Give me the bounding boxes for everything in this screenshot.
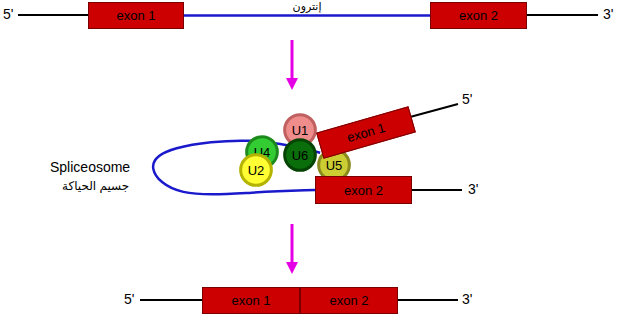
strand-label: 3' — [603, 7, 613, 22]
exon-label: exon 2 — [459, 9, 498, 22]
intron-strand — [184, 14, 430, 17]
exon-label: exon 2 — [329, 294, 368, 307]
strand-line — [140, 299, 202, 301]
snrnp-circle: U2 — [240, 154, 272, 186]
exon-box: exon 1 — [202, 287, 300, 314]
strand-label: 5' — [124, 292, 134, 307]
strand-line — [410, 104, 458, 117]
exon-label: exon 1 — [345, 121, 386, 144]
exon-box: exon 2 — [430, 2, 527, 29]
strand-line — [527, 14, 598, 16]
strand-line — [18, 14, 88, 16]
exon-box: exon 1 — [316, 106, 416, 158]
strand-label: جسيم الحياكة — [62, 180, 129, 193]
strand-label: 3' — [468, 182, 478, 197]
exon-box: exon 2 — [315, 176, 412, 204]
exon-box: exon 1 — [88, 2, 184, 29]
snrnp-label: U5 — [326, 159, 343, 172]
snrnp-label: U2 — [248, 164, 265, 177]
strand-label: 3' — [462, 292, 472, 307]
snrnp-label: U1 — [292, 124, 309, 137]
strand-label: Spliceosome — [50, 160, 130, 175]
process-arrow — [291, 224, 294, 268]
strand-label: 5' — [462, 92, 472, 107]
strand-line — [398, 299, 458, 301]
snrnp-circle: U6 — [284, 139, 316, 171]
exon-box: exon 2 — [300, 287, 398, 314]
exon-label: exon 1 — [116, 9, 155, 22]
snrnp-label: U6 — [292, 149, 309, 162]
exon-label: exon 1 — [231, 294, 270, 307]
exon-label: exon 2 — [344, 184, 383, 197]
process-arrow — [291, 40, 294, 84]
intron-label: إنترون — [291, 0, 324, 12]
strand-line — [410, 189, 462, 191]
strand-label: 5' — [3, 7, 13, 22]
